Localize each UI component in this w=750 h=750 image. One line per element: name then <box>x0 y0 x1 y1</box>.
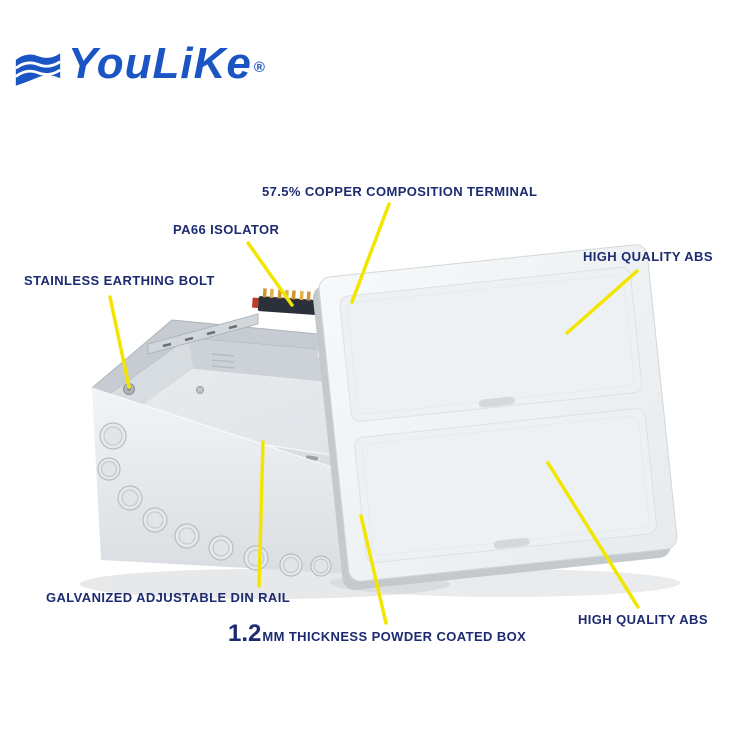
callout-line-din-rail <box>257 440 265 588</box>
callout-abs-bottom: HIGH QUALITY ABS <box>578 612 708 627</box>
callout-line-copper-terminal <box>350 202 391 304</box>
youlike-logo: YouLiKe® <box>14 42 265 92</box>
callout-abs-top: HIGH QUALITY ABS <box>583 249 713 264</box>
callout-lines <box>108 202 640 625</box>
callout-line-pa66-isolator <box>246 241 294 307</box>
mounting-bracket <box>147 313 259 355</box>
callout-copper-terminal: 57.5% COPPER COMPOSITION TERMINAL <box>262 184 538 199</box>
youlike-flag-icon <box>15 53 61 86</box>
callout-line-earthing-bolt <box>108 295 131 389</box>
knockout-holes <box>97 422 332 577</box>
vent-slots <box>211 353 235 369</box>
callout-earthing-bolt: STAINLESS EARTHING BOLT <box>24 273 215 288</box>
callout-din-rail: GALVANIZED ADJUSTABLE DIN RAIL <box>46 590 291 605</box>
thickness-value: 1.2 <box>228 620 262 647</box>
box-lid <box>312 244 678 590</box>
callout-pa66-isolator: PA66 ISOLATOR <box>173 222 280 237</box>
lid-door-panel-bottom <box>354 408 658 564</box>
lid-door-panel-top <box>339 266 643 422</box>
lid-handle-notch <box>478 396 515 408</box>
callout-line-abs-bottom <box>546 461 640 609</box>
logo-text: YouLiKe <box>68 39 252 88</box>
callout-line-thickness <box>359 514 388 625</box>
callout-line-abs-top <box>565 269 639 335</box>
thickness-text: MM THICKNESS POWDER COATED BOX <box>262 629 527 644</box>
registered-mark: ® <box>253 58 265 76</box>
lid-handle-notch <box>493 537 530 549</box>
logo-text-wrap: YouLiKe® <box>68 42 265 86</box>
